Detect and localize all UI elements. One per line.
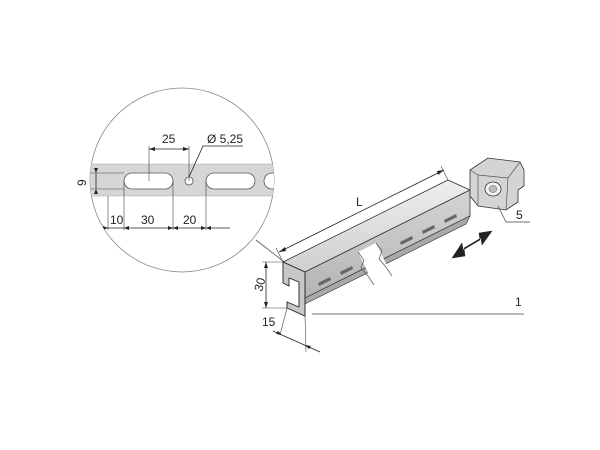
dim-slot-height: 9: [75, 179, 89, 186]
dim-hole-diameter: Ø 5,25: [207, 132, 243, 146]
slide-direction-arrow: [451, 230, 493, 259]
height-dimension: 30: [251, 261, 287, 309]
break-mark: [358, 243, 392, 285]
slot-partial: [263, 172, 274, 190]
callout-nut-label: 5: [516, 208, 523, 222]
dim-length: L: [356, 195, 363, 209]
dim-pitch: 25: [162, 132, 176, 146]
dim-rail-width: 15: [262, 315, 276, 329]
rail-end-profile: [282, 261, 306, 317]
slot-left: [123, 172, 174, 190]
dim-edge-distance: 10: [110, 213, 124, 227]
slot-right: [205, 172, 256, 190]
dim-slot-gap: 20: [183, 213, 197, 227]
length-dimension: L: [275, 165, 449, 263]
dim-rail-height: 30: [251, 276, 268, 293]
width-dimension: 15: [262, 307, 321, 353]
detail-view: 25 Ø 5,25 9 10 30 20: [75, 87, 275, 273]
callout-rail-label: 1: [515, 295, 522, 309]
sliding-nut: [469, 157, 525, 211]
callout-rail: 1: [312, 295, 524, 315]
callout-nut: 5: [497, 205, 530, 223]
dim-slot-length: 30: [141, 213, 155, 227]
double-arrow-icon: [451, 230, 493, 259]
rail-profile: [282, 179, 471, 317]
